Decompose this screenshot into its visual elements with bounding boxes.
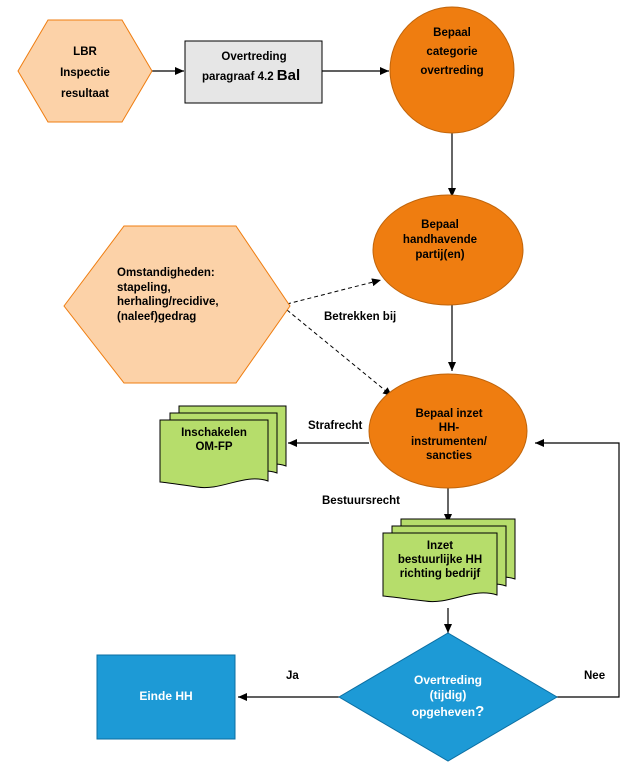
inschakelen-line-1: Inschakelen (181, 427, 247, 439)
bepaal-categorie-line-1: Bepaal (433, 27, 471, 39)
overtreding-box-bal: Bal (277, 67, 300, 84)
node-bepaal-inzet: Bepaal inzet HH- instrumenten/ sancties (368, 373, 528, 489)
decision-line-1: Overtreding (414, 673, 482, 687)
bepaal-partij-line-3: partij(en) (415, 249, 464, 261)
label-ja: Ja (286, 670, 299, 682)
node-omstandigheden: Omstandigheden: stapeling, herhaling/rec… (63, 225, 291, 384)
lbr-line-1: LBR (73, 46, 97, 58)
decision-diamond-shape (338, 632, 558, 762)
node-bepaal-categorie: Bepaal categorie overtreding (389, 6, 515, 134)
overtreding-box-paragraaf: paragraaf 4.2 (202, 71, 277, 83)
bepaal-partij-circle (372, 194, 524, 306)
bestuurlijke-doc-front (382, 532, 498, 603)
node-lbr-inspectie: LBR Inspectie resultaat (17, 19, 153, 123)
edge-labels: Betrekken bij Strafrecht Bestuursrecht J… (286, 311, 605, 682)
node-einde-hh: Einde HH (96, 654, 236, 740)
label-nee: Nee (584, 670, 605, 682)
decision-line-2: (tijdig) (430, 688, 467, 702)
bestuurlijke-line-3: richting bedrijf (400, 568, 481, 580)
bepaal-partij-line-2: handhavende (403, 234, 477, 246)
node-inschakelen-om-fp: Inschakelen OM-FP (159, 405, 287, 489)
bepaal-categorie-line-2: categorie (426, 46, 477, 58)
decision-line-3: opgeheven? (412, 703, 485, 720)
overtreding-box-shape (184, 40, 323, 104)
node-decision-opgeheven: Overtreding (tijdig) opgeheven? (338, 632, 558, 762)
omstandigheden-line-1: Omstandigheden: (117, 267, 215, 279)
omstandigheden-line-4: (naleef)gedrag (117, 311, 196, 323)
bestuurlijke-line-2: bestuurlijke HH (398, 554, 482, 566)
einde-hh-label: Einde HH (139, 689, 192, 703)
lbr-hexagon-shape (17, 19, 153, 123)
bestuurlijke-line-1: Inzet (427, 540, 453, 552)
decision-question-mark: ? (475, 703, 484, 720)
einde-hh-box-shape (96, 654, 236, 740)
edge-omstandigheden-to-partij (286, 278, 382, 305)
omstandigheden-hexagon-shape (63, 225, 291, 384)
label-strafrecht: Strafrecht (308, 420, 362, 432)
edge-decision-nee-loop (535, 439, 620, 698)
label-betrekken-bij: Betrekken bij (324, 311, 396, 323)
overtreding-box-line-2: paragraaf 4.2 Bal (202, 67, 300, 84)
inschakelen-doc-front (159, 419, 269, 489)
bepaal-partij-line-1: Bepaal (421, 219, 459, 231)
decision-opgeheven: opgeheven (412, 705, 475, 719)
omstandigheden-line-3: herhaling/recidive, (117, 296, 219, 308)
lbr-line-2: Inspectie (60, 67, 110, 79)
bepaal-inzet-line-4: sancties (426, 450, 472, 462)
edge-omstandigheden-to-inzet (286, 309, 393, 397)
bepaal-inzet-line-2: HH- (439, 422, 460, 434)
bepaal-inzet-line-3: instrumenten/ (411, 436, 488, 448)
bepaal-categorie-line-3: overtreding (420, 65, 483, 77)
bepaal-inzet-line-1: Bepaal inzet (415, 408, 482, 420)
node-overtreding-paragraaf: Overtreding paragraaf 4.2 Bal (184, 40, 323, 104)
bepaal-inzet-circle (368, 373, 528, 489)
bepaal-categorie-circle (389, 6, 515, 134)
inschakelen-line-2: OM-FP (195, 441, 232, 453)
lbr-line-3: resultaat (61, 88, 109, 100)
omstandigheden-line-2: stapeling, (117, 282, 171, 294)
node-bepaal-partij: Bepaal handhavende partij(en) (372, 194, 524, 306)
label-bestuursrecht: Bestuursrecht (322, 495, 400, 507)
node-inzet-bestuurlijke: Inzet bestuurlijke HH richting bedrijf (382, 518, 516, 603)
overtreding-box-line-1: Overtreding (221, 51, 286, 63)
connectors (152, 67, 620, 701)
